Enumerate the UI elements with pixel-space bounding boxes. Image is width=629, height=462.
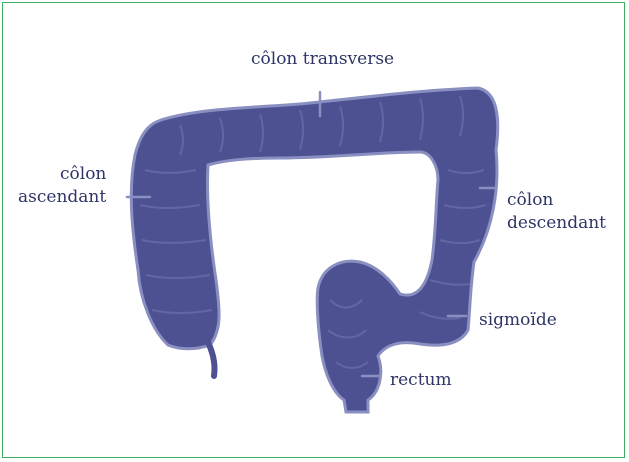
- large-intestine: [131, 88, 497, 412]
- label-descending-colon-line1: côlon: [507, 190, 553, 211]
- label-rectum: rectum: [390, 370, 452, 391]
- appendix: [206, 338, 215, 376]
- label-descending-colon-line2: descendant: [507, 213, 606, 234]
- label-ascending-colon-line1: côlon: [60, 164, 106, 185]
- label-sigmoid: sigmoïde: [479, 310, 557, 331]
- label-transverse-colon: côlon transverse: [251, 49, 394, 70]
- label-ascending-colon-line2: ascendant: [18, 187, 106, 208]
